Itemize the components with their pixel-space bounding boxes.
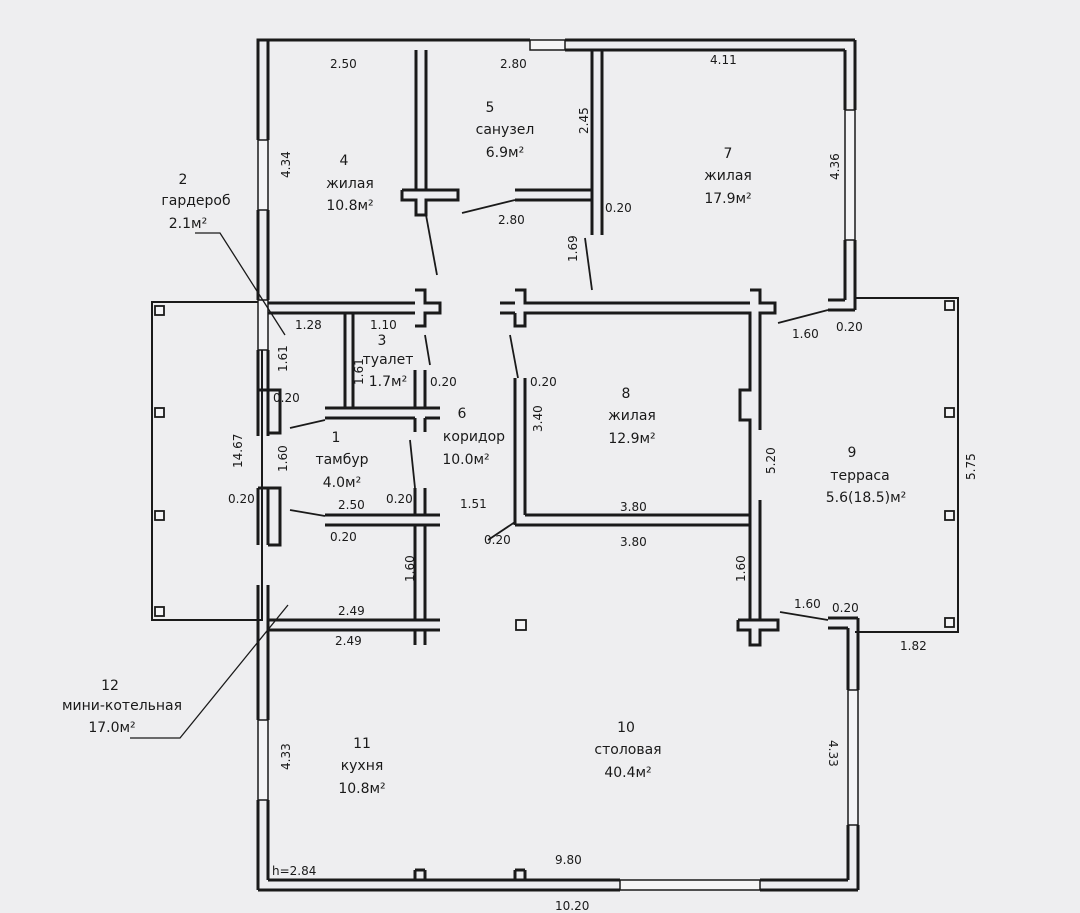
room-6-area: 10.0м² <box>442 452 489 468</box>
leader-lines <box>130 232 289 739</box>
dim-4-36: 4.36 <box>828 153 842 180</box>
room-9-number: 9 <box>848 445 857 461</box>
exterior-walls <box>256 38 860 892</box>
dim-2-50-mid: 2.50 <box>338 498 365 512</box>
dim-2-50-top: 2.50 <box>330 57 357 71</box>
room-8-number: 8 <box>622 386 631 402</box>
room-5-number: 5 <box>486 100 495 116</box>
dim-3-80-a: 3.80 <box>620 500 647 514</box>
left-porch <box>151 301 263 621</box>
interior-walls <box>258 50 858 880</box>
dim-3-80-b: 3.80 <box>620 535 647 549</box>
dim-9-80: 9.80 <box>555 853 582 867</box>
room-10-name: столовая <box>594 742 661 758</box>
dim-4-34: 4.34 <box>279 151 293 178</box>
room-4-number: 4 <box>340 153 349 169</box>
dim-0-20-b: 0.20 <box>430 375 457 389</box>
dim-1-51: 1.51 <box>460 497 487 511</box>
dim-0-20-c: 0.20 <box>530 375 557 389</box>
room-12-name: мини-котельная <box>62 698 182 714</box>
room-7-area: 17.9м² <box>704 191 751 207</box>
dim-0-20-e: 0.20 <box>836 320 863 334</box>
doors <box>289 199 829 621</box>
room-11-area: 10.8м² <box>338 781 385 797</box>
room-3-number: 3 <box>378 333 387 349</box>
room-1-area: 4.0м² <box>323 475 361 491</box>
room-3-area: 1.7м² <box>369 374 407 390</box>
dim-2-80-mid: 2.80 <box>498 213 525 227</box>
room-2-number: 2 <box>179 172 188 188</box>
dim-10-20: 10.20 <box>555 899 589 913</box>
room-11-number: 11 <box>353 736 371 752</box>
room-9-name: терраса <box>830 468 889 484</box>
dim-1-60-c: 1.60 <box>734 555 748 582</box>
dim-4-33-a: 4.33 <box>279 743 293 770</box>
dim-1-60-b: 1.60 <box>403 555 417 582</box>
dim-1-60-d: 1.60 <box>794 597 821 611</box>
room-3-name: туалет <box>363 352 414 368</box>
dim-4-11: 4.11 <box>710 53 737 67</box>
room-7-name: жилая <box>704 168 752 184</box>
dim-1-60-e: 1.60 <box>792 327 819 341</box>
dim-1-28: 1.28 <box>295 318 322 332</box>
room-labels: 4 жилая 10.8м² 5 санузел 6.9м² 7 жилая 1… <box>62 100 906 797</box>
room-12-area: 17.0м² <box>88 720 135 736</box>
room-8-area: 12.9м² <box>608 431 655 447</box>
room-4-area: 10.8м² <box>326 198 373 214</box>
room-1-number: 1 <box>332 430 341 446</box>
dim-1-82: 1.82 <box>900 639 927 653</box>
dim-1-60-a: 1.60 <box>276 445 290 472</box>
dim-0-20-g: 0.20 <box>386 492 413 506</box>
dim-5-75: 5.75 <box>964 453 978 480</box>
room-1-name: тамбур <box>315 452 368 468</box>
room-9-area: 5.6(18.5)м² <box>826 490 907 506</box>
room-12-number: 12 <box>101 678 119 694</box>
dimension-labels: 2.50 2.80 4.11 4.34 2.45 4.36 2.80 0.20 … <box>228 53 978 913</box>
room-5-name: санузел <box>476 122 535 138</box>
room-2-name: гардероб <box>161 193 230 209</box>
room-8-name: жилая <box>608 408 656 424</box>
dim-1-69: 1.69 <box>566 235 580 262</box>
ceiling-height: h=2.84 <box>272 864 316 878</box>
room-5-area: 6.9м² <box>486 145 524 161</box>
dim-2-80-top: 2.80 <box>500 57 527 71</box>
dim-1-61-b: 1.61 <box>352 358 366 385</box>
room-6-number: 6 <box>458 406 467 422</box>
room-10-number: 10 <box>617 720 635 736</box>
dim-0-20-f: 0.20 <box>228 492 255 506</box>
room-2-area: 2.1м² <box>169 216 207 232</box>
right-terrace <box>855 297 959 633</box>
dim-0-20-i: 0.20 <box>484 533 511 547</box>
dim-2-49-b: 2.49 <box>335 634 362 648</box>
dim-0-20-h: 0.20 <box>330 530 357 544</box>
dim-1-61-a: 1.61 <box>276 345 290 372</box>
room-11-name: кухня <box>341 758 384 774</box>
dim-14-67: 14.67 <box>231 434 245 468</box>
room-7-number: 7 <box>724 146 733 162</box>
dim-0-20-j: 0.20 <box>832 601 859 615</box>
dim-4-33-b: 4.33 <box>826 740 840 767</box>
room-10-area: 40.4м² <box>604 765 651 781</box>
dim-2-45: 2.45 <box>577 107 591 134</box>
room-4-name: жилая <box>326 176 374 192</box>
dim-0-20-d: 0.20 <box>273 391 300 405</box>
dim-2-49-a: 2.49 <box>338 604 365 618</box>
room-6-name: коридор <box>443 429 505 445</box>
dim-0-20-a: 0.20 <box>605 201 632 215</box>
dim-1-10: 1.10 <box>370 318 397 332</box>
dim-5-20: 5.20 <box>764 447 778 474</box>
dim-3-40: 3.40 <box>531 405 545 432</box>
